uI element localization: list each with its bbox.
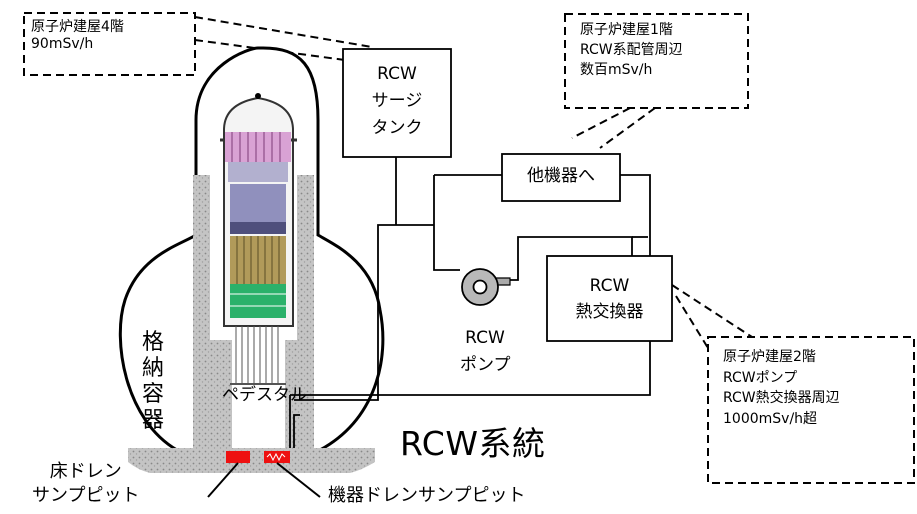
surge-tank-label-line1: RCW — [377, 64, 417, 84]
callout-floor2-line1: 原子炉建屋2階 — [723, 349, 816, 365]
surge-tank-label: RCW サージ タンク — [343, 61, 451, 142]
pedestal-wall-left — [210, 340, 232, 455]
callout-floor1-line2: RCW系配管周辺 — [580, 41, 683, 58]
system-title: RCW系統 — [400, 424, 546, 463]
callout-box-floor1 — [564, 13, 749, 109]
callout-box-floor2 — [707, 336, 915, 484]
heat-exchanger-box — [546, 255, 673, 342]
basemat-floor — [128, 448, 375, 473]
callout-floor2-line4: 1000mSv/h超 — [723, 411, 818, 428]
surge-tank-box — [342, 48, 452, 158]
surge-tank-label-line3: タンク — [371, 118, 423, 138]
callout-floor4: 原子炉建屋4階 90mSv/h — [31, 19, 124, 52]
heat-exchanger-label-line1: RCW — [589, 276, 630, 296]
callout-floor2-line2: RCWポンプ — [723, 369, 798, 386]
callout-floor2: 原子炉建屋2階 RCWポンプ RCW熱交換器周辺 1000mSv/h超 — [723, 347, 840, 430]
shield-wall-left — [193, 175, 210, 450]
other-equipment-box — [501, 153, 621, 202]
callout-floor4-line1: 原子炉建屋4階 — [31, 19, 124, 35]
callout-leaders — [194, 16, 753, 349]
floor-drain-sump-pit — [226, 451, 250, 463]
floor-drain-sump-label: 床ドレン サンプピット — [32, 460, 139, 508]
equipment-drain-sump-label: 機器ドレンサンプピット — [328, 485, 526, 506]
pump-label: RCW ポンプ — [460, 325, 511, 379]
callout-floor2-line3: RCW熱交換器周辺 — [723, 390, 840, 407]
floor-drain-sump-label-line2: サンプピット — [32, 485, 140, 506]
containment-label: 格納容器 — [141, 330, 164, 433]
surge-tank-label-line2: サージ — [371, 91, 423, 111]
reactor-pressure-vessel — [220, 93, 297, 385]
pump-symbol — [461, 268, 511, 306]
other-equipment-label: 他機器へ — [527, 166, 595, 186]
pump-label-line1: RCW — [465, 328, 505, 348]
callout-box-floor4 — [23, 12, 196, 76]
sump-pointers — [207, 462, 321, 498]
callout-floor1: 原子炉建屋1階 RCW系配管周辺 数百mSv/h — [580, 21, 683, 81]
floor-drain-sump-label-line1: 床ドレン — [49, 461, 122, 482]
pedestal-label: ペデスタル — [222, 385, 307, 405]
callout-floor1-line3: 数百mSv/h — [580, 61, 653, 78]
heat-exchanger-label: RCW 熱交換器 — [547, 273, 672, 325]
callout-floor1-line1: 原子炉建屋1階 — [580, 22, 673, 38]
pump-label-line2: ポンプ — [460, 355, 511, 375]
heat-exchanger-label-line2: 熱交換器 — [575, 302, 644, 322]
callout-floor4-line2: 90mSv/h — [31, 35, 94, 52]
